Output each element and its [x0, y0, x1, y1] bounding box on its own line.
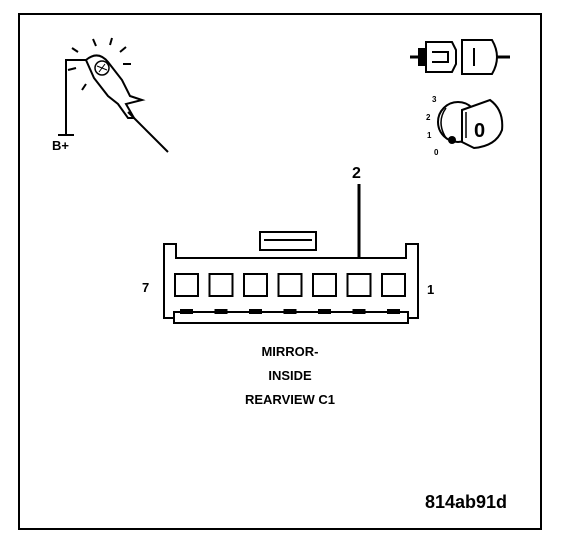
cavity-tab-pin-7 [180, 309, 193, 314]
ignition-position-1: 1 [427, 131, 432, 140]
cavity-pin-6 [208, 273, 234, 297]
cavity-pin-7 [174, 273, 199, 297]
cavity-pin-5 [243, 273, 268, 297]
cavity-pin-3 [312, 273, 337, 297]
ignition-position-2: 2 [426, 113, 431, 122]
connector-cavities [174, 273, 406, 314]
ignition-position-0: 0 [434, 148, 439, 157]
pin-label-left: 7 [142, 280, 149, 295]
arrow-pin-label: 2 [352, 165, 361, 182]
figure-id: 814ab91d [425, 492, 507, 512]
cavity-pin-2 [346, 273, 372, 297]
pin-label-right: 1 [427, 282, 434, 297]
connector-name-line-2: INSIDE [268, 368, 312, 383]
cavity-pin-1 [381, 273, 406, 297]
disconnected-connector-icon [410, 39, 510, 75]
cavity-pin-4 [277, 273, 303, 297]
ignition-position-3: 3 [432, 95, 437, 104]
cavity-tab-pin-1 [387, 309, 400, 314]
cavity-tab-pin-2 [352, 309, 366, 314]
connector-name-line-3: REARVIEW C1 [245, 392, 335, 407]
test-light-icon [58, 37, 169, 153]
ignition-switch-icon [437, 98, 504, 150]
ignition-key-label: 0 [474, 120, 485, 142]
cavity-tab-pin-3 [318, 309, 331, 314]
cavity-tab-pin-6 [214, 309, 228, 314]
frame-border [18, 13, 542, 530]
cavity-tab-pin-5 [249, 309, 262, 314]
b-plus-label: B+ [52, 138, 69, 153]
connector-name-line-1: MIRROR- [261, 344, 318, 359]
cavity-tab-pin-4 [283, 309, 297, 314]
